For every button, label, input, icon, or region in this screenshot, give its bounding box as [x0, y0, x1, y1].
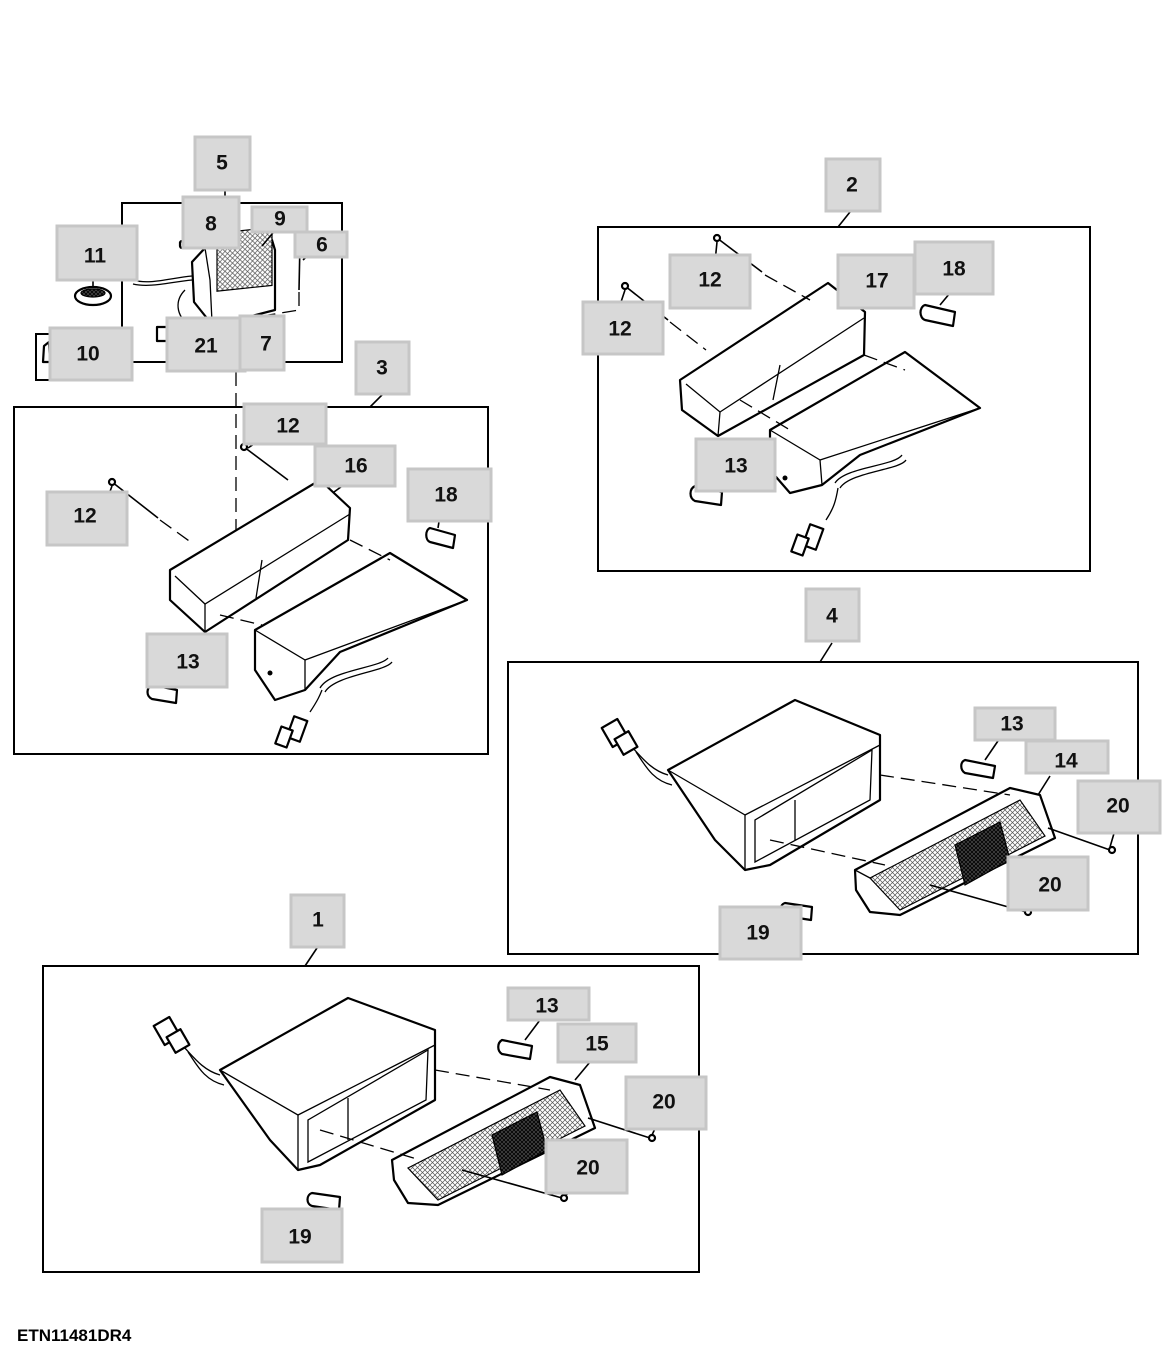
svg-text:3: 3: [376, 357, 388, 380]
svg-text:20: 20: [1106, 795, 1129, 818]
svg-text:14: 14: [1054, 750, 1078, 773]
svg-text:9: 9: [274, 208, 286, 231]
callout-11[interactable]: 11: [55, 224, 139, 282]
callout-labels: 5 8 9 6 11 10 21 7 3 12 16 12 18 13 2 12…: [45, 135, 1162, 1264]
svg-text:13: 13: [1000, 713, 1023, 736]
callout-14[interactable]: 14: [1024, 739, 1110, 775]
callout-5[interactable]: 5: [193, 135, 252, 192]
group-1-lamp: [42, 947, 700, 1273]
callout-12-g3-lower[interactable]: 12: [45, 490, 129, 547]
callout-1[interactable]: 1: [289, 893, 346, 949]
svg-text:18: 18: [434, 484, 458, 507]
svg-text:5: 5: [216, 152, 228, 175]
callout-19-g4[interactable]: 19: [718, 905, 803, 961]
callout-13-g1[interactable]: 13: [506, 986, 591, 1022]
callout-3[interactable]: 3: [354, 340, 411, 396]
callout-12-g2-upper[interactable]: 12: [668, 253, 752, 310]
svg-text:12: 12: [698, 269, 721, 292]
svg-text:20: 20: [1038, 874, 1061, 897]
svg-text:19: 19: [288, 1226, 311, 1249]
svg-text:18: 18: [942, 258, 966, 281]
svg-text:17: 17: [865, 270, 888, 293]
callout-4[interactable]: 4: [804, 587, 861, 643]
svg-text:16: 16: [344, 455, 367, 478]
svg-text:12: 12: [276, 415, 299, 438]
svg-text:2: 2: [846, 174, 858, 197]
callout-20-g4-upper[interactable]: 20: [1076, 779, 1162, 835]
svg-text:1: 1: [312, 909, 324, 932]
callout-9[interactable]: 9: [250, 205, 309, 234]
callout-6[interactable]: 6: [293, 230, 349, 259]
callout-13-g3[interactable]: 13: [145, 632, 229, 689]
svg-text:13: 13: [535, 995, 558, 1018]
svg-text:13: 13: [176, 651, 199, 674]
callout-19-g1[interactable]: 19: [260, 1207, 344, 1264]
svg-text:12: 12: [73, 505, 96, 528]
svg-text:6: 6: [316, 234, 328, 257]
callout-17[interactable]: 17: [836, 253, 916, 310]
svg-text:20: 20: [652, 1091, 675, 1114]
group-3-lamp: [13, 394, 489, 755]
callout-18-g2[interactable]: 18: [913, 240, 995, 296]
callout-20-g4-lower[interactable]: 20: [1006, 855, 1090, 912]
callout-13-g4[interactable]: 13: [973, 706, 1057, 742]
callout-20-g1-lower[interactable]: 20: [544, 1138, 629, 1195]
callout-13-g2[interactable]: 13: [694, 437, 777, 493]
group-2-lamp: [597, 211, 1091, 572]
svg-text:19: 19: [746, 922, 769, 945]
callout-15[interactable]: 15: [556, 1022, 638, 1064]
callout-20-g1-upper[interactable]: 20: [624, 1075, 708, 1131]
svg-text:11: 11: [84, 245, 107, 268]
svg-text:8: 8: [205, 213, 217, 236]
svg-text:13: 13: [724, 455, 747, 478]
svg-text:12: 12: [608, 318, 631, 341]
svg-text:4: 4: [826, 605, 838, 628]
svg-text:20: 20: [576, 1157, 599, 1180]
callout-21[interactable]: 21: [165, 316, 247, 373]
svg-text:10: 10: [76, 343, 99, 366]
callout-16[interactable]: 16: [313, 444, 397, 488]
callout-7[interactable]: 7: [238, 314, 286, 372]
callout-12-g3-upper[interactable]: 12: [242, 402, 328, 446]
drawing-id: ETN11481DR4: [17, 1326, 132, 1345]
svg-text:7: 7: [260, 333, 272, 356]
callout-12-g2-lower[interactable]: 12: [581, 300, 665, 356]
callout-2[interactable]: 2: [824, 157, 882, 213]
group-2-frame: [597, 226, 1091, 572]
svg-text:15: 15: [585, 1033, 609, 1056]
callout-18-g3[interactable]: 18: [406, 467, 493, 523]
callout-8[interactable]: 8: [181, 195, 241, 250]
callout-10[interactable]: 10: [48, 326, 134, 382]
svg-text:21: 21: [194, 335, 218, 358]
